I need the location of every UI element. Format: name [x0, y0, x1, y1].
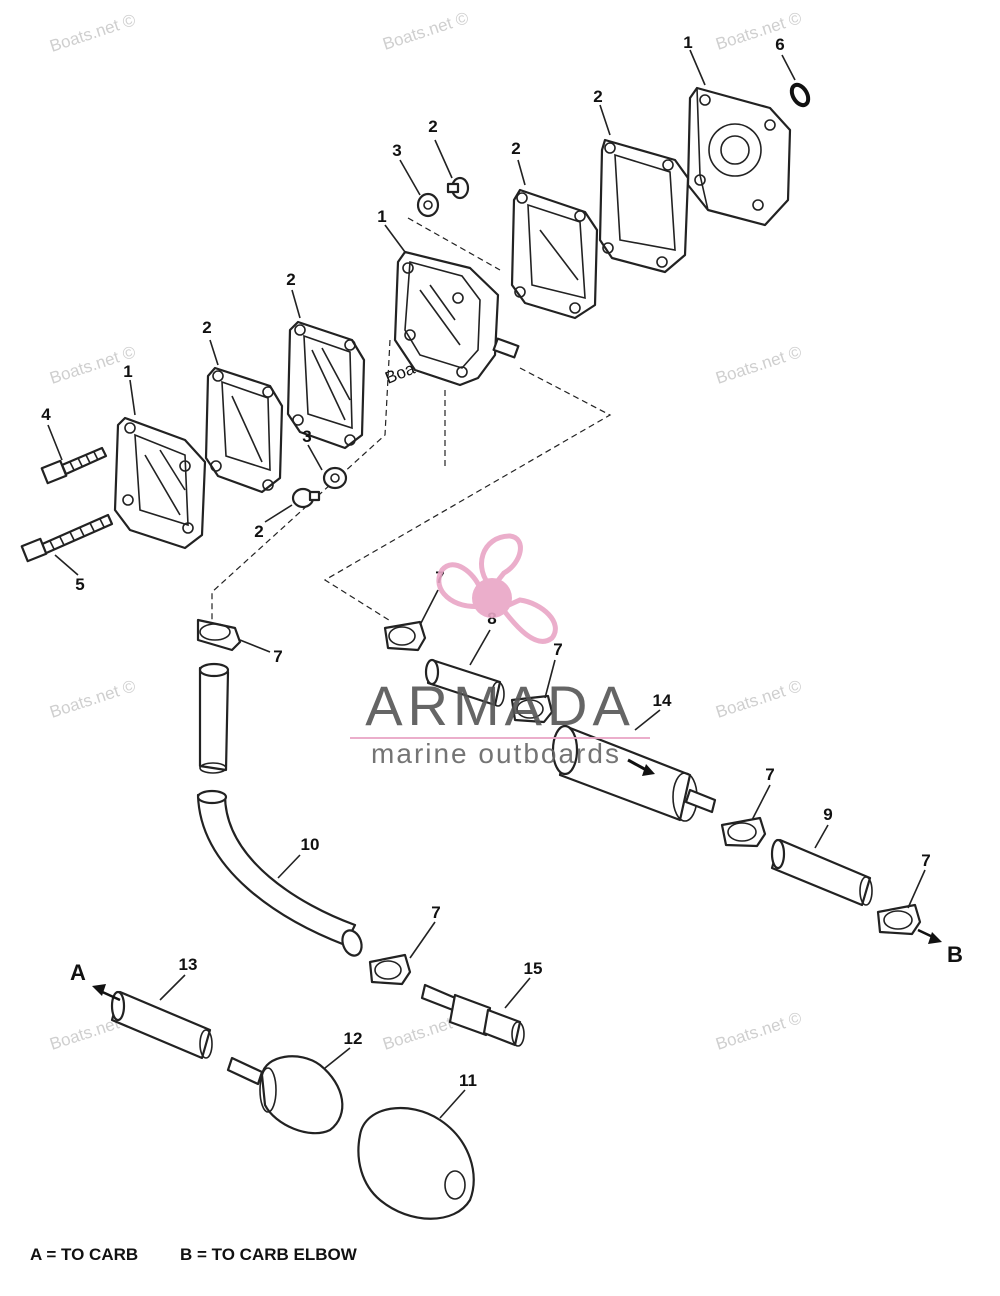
callout-15: 15 — [524, 959, 543, 978]
watermark: Boats.net © — [47, 10, 138, 56]
fitting-elbow — [420, 983, 525, 1047]
armada-logo: ARMADA marine outboards — [350, 533, 650, 769]
callout-2: 2 — [428, 117, 437, 136]
arrow-b: B — [917, 928, 963, 967]
callout-11: 11 — [459, 1071, 477, 1090]
callout-5: 5 — [75, 575, 84, 594]
callout-2: 2 — [593, 87, 602, 106]
watermark: Boats.net © — [47, 676, 138, 722]
screw-short — [40, 446, 108, 485]
check-valve-lower — [291, 487, 321, 509]
arrow-a-label: A — [70, 960, 86, 985]
callout-2: 2 — [286, 270, 295, 289]
pump-cover-left — [113, 416, 207, 550]
clamp — [368, 953, 412, 986]
brand-name: ARMADA — [365, 674, 635, 737]
watermark: Boats.net © — [713, 8, 804, 54]
legend-b: B = TO CARB ELBOW — [180, 1245, 358, 1264]
callout-1: 1 — [683, 33, 692, 52]
brand-tagline: marine outboards — [371, 738, 621, 769]
propeller-icon — [436, 533, 558, 644]
hose-13 — [110, 990, 213, 1060]
primer-bulb — [357, 1106, 475, 1220]
watermark: Boats.net © — [380, 8, 471, 54]
callout-6: 6 — [775, 35, 784, 54]
screw-long — [20, 513, 114, 563]
callout-7: 7 — [273, 647, 282, 666]
arrow-a: A — [70, 960, 121, 1002]
gasket-upper-center — [510, 188, 599, 320]
watermark: Boats.net © — [713, 342, 804, 388]
callout-2: 2 — [202, 318, 211, 337]
legend-a: A = TO CARB — [30, 1245, 138, 1264]
primer-bulb-fitting — [226, 1055, 344, 1135]
callout-10: 10 — [301, 835, 320, 854]
callout-3: 3 — [392, 141, 401, 160]
callout-8: 8 — [487, 609, 496, 628]
clamp — [383, 620, 427, 652]
pump-cover-top — [686, 86, 792, 227]
callout-13: 13 — [179, 955, 198, 974]
pump-body — [393, 250, 520, 387]
washer-lower — [322, 466, 348, 490]
watermark: Boats.net © — [713, 676, 804, 722]
hose-short-8 — [424, 658, 505, 707]
clamp — [510, 694, 554, 724]
callout-7: 7 — [431, 903, 440, 922]
gasket-left-center — [286, 320, 366, 450]
o-ring — [789, 82, 811, 108]
callout-3: 3 — [302, 427, 311, 446]
callout-7: 7 — [921, 851, 930, 870]
gasket-upper-right — [598, 138, 690, 274]
callout-9: 9 — [823, 805, 832, 824]
fuel-hose-curved — [196, 789, 363, 957]
arrow-b-label: B — [947, 942, 963, 967]
hose-short-vertical — [198, 662, 230, 774]
leader-lines — [47, 49, 926, 1119]
gasket-left — [204, 366, 284, 494]
callout-2: 2 — [254, 522, 263, 541]
callout-1: 1 — [377, 207, 386, 226]
legend: A = TO CARB B = TO CARB ELBOW — [30, 1245, 358, 1264]
callout-2: 2 — [511, 139, 520, 158]
watermark: Boats.net © — [713, 1008, 804, 1054]
callout-4: 4 — [41, 405, 51, 424]
clamp — [720, 816, 767, 848]
washer-upper — [416, 192, 440, 218]
callout-12: 12 — [344, 1029, 363, 1048]
callout-1: 1 — [123, 362, 132, 381]
check-valve-upper — [446, 176, 470, 200]
callout-14: 14 — [653, 691, 672, 710]
clamp — [876, 903, 922, 936]
callouts: 1 6 2 2 3 2 1 2 2 1 4 3 2 5 7 8 7 7 14 7… — [41, 33, 930, 1090]
clamp — [196, 618, 242, 652]
callout-7: 7 — [553, 640, 562, 659]
callout-7: 7 — [765, 765, 774, 784]
assembly-lines — [211, 217, 612, 625]
hose-short-9 — [770, 838, 873, 907]
